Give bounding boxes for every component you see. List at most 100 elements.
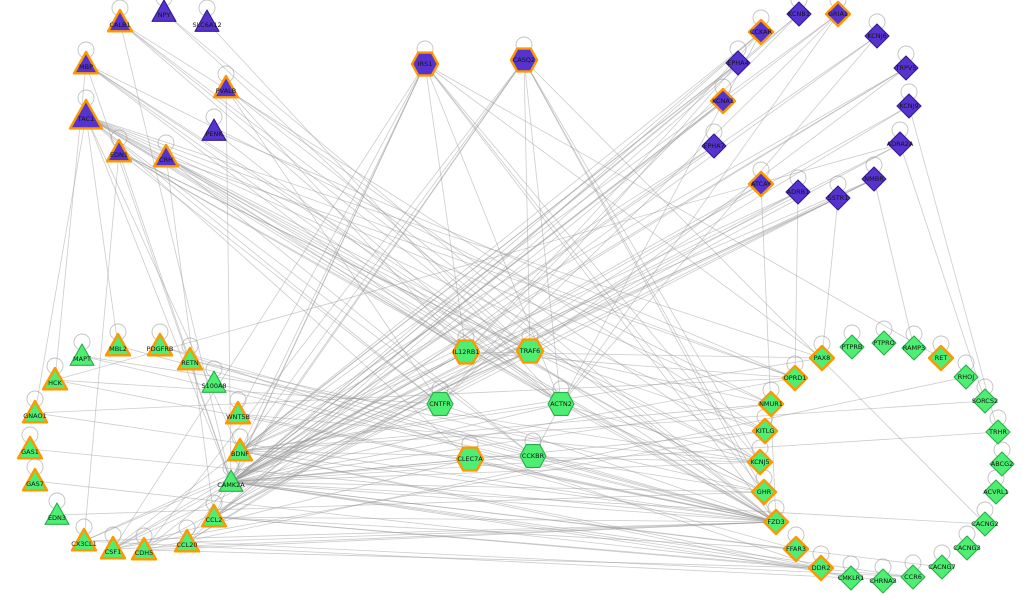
node-IL12RB1[interactable]: IL12RB1 (451, 339, 481, 365)
node-HCK[interactable]: HCK (41, 366, 69, 391)
edge-CRH-CCKBR (165, 156, 534, 457)
edge-IRS1-RET (424, 63, 942, 359)
node-CCKAR[interactable]: CCKAR (747, 18, 775, 46)
node-KITLG[interactable]: KITLG (751, 417, 779, 445)
node-CCL20[interactable]: CCL20 (173, 528, 201, 553)
node-TAC1[interactable]: TAC1 (68, 98, 104, 130)
edge-GNAO1-OPRD1 (34, 377, 796, 414)
node-CHRNA3[interactable]: CHRNA3 (869, 568, 897, 594)
node-SORCS2[interactable]: SORCS2 (972, 388, 998, 414)
edge-ACTN2-GHR (560, 403, 765, 493)
node-TRPV5[interactable]: TRPV5 (893, 55, 919, 81)
triangle-shape (152, 143, 180, 168)
diamond-shape (927, 344, 955, 372)
node-CACNG7[interactable]: CACNG7 (928, 554, 956, 580)
node-IRS1[interactable]: IRS1 (410, 51, 440, 77)
edge-KCNJ6-ACTN2 (560, 35, 878, 405)
edge-TRPV5-TRAF6 (529, 67, 907, 352)
node-MAPT[interactable]: MAPT (69, 343, 95, 366)
edge-MBP-TRAF6 (85, 63, 531, 352)
edge-CALB1-ACTN2 (119, 21, 562, 405)
node-OPRD1[interactable]: OPRD1 (781, 364, 809, 392)
node-KCNJ6[interactable]: KCNJ6 (864, 23, 890, 49)
edge-TAC1-GNAO1 (34, 115, 87, 414)
edge-ACTN2-BDNF (239, 403, 562, 452)
diamond-shape (751, 417, 779, 445)
node-PTPRB[interactable]: PTPRB (839, 334, 865, 360)
edge-CAMK2A-TRHR (230, 431, 999, 483)
node-WNT5B[interactable]: WNT5B (224, 400, 252, 425)
node-PAX8[interactable]: PAX8 (808, 344, 836, 372)
edge-TAC1-PAX8 (85, 115, 823, 359)
triangle-shape (105, 138, 133, 163)
edge-GRIA1-CNTFR (439, 13, 839, 405)
edge-CAMK2A-CCR6 (230, 481, 914, 578)
node-GAS7[interactable]: GAS7 (21, 467, 49, 492)
node-FZD3[interactable]: FZD3 (762, 508, 790, 536)
node-EDN3[interactable]: EDN3 (44, 502, 70, 525)
edge-CASQ2-GHR (523, 59, 765, 493)
node-CX3CL1[interactable]: CX3CL1 (70, 527, 98, 552)
node-MBP[interactable]: MBP (72, 50, 100, 75)
node-PVALB[interactable]: PVALB (212, 74, 240, 99)
edge-BDNF-SORCS2 (239, 400, 986, 452)
node-TRAF6[interactable]: TRAF6 (515, 338, 545, 364)
node-NMBR[interactable]: NMBR (861, 166, 887, 192)
node-MBL2[interactable]: MBL2 (104, 332, 132, 357)
node-ABCG2[interactable]: ABCG2 (989, 451, 1015, 477)
hexagon-shape (515, 338, 545, 364)
node-CLEC7A[interactable]: CLEC7A (455, 446, 485, 472)
node-RAMP3[interactable]: RAMP3 (901, 335, 927, 361)
edge-CAMK2A-OPRD1 (230, 377, 796, 483)
node-ACVRL1[interactable]: ACVRL1 (983, 479, 1009, 505)
edge-KCNJ6-CCL2 (213, 35, 878, 518)
edge-IRS1-WNT5B (237, 63, 426, 415)
node-CACNG2[interactable]: CACNG2 (971, 511, 999, 537)
node-GNAO1[interactable]: GNAO1 (21, 399, 49, 424)
edge-ACTN2-CAMK2A (230, 403, 562, 483)
node-CDH5[interactable]: CDH5 (130, 536, 158, 561)
triangle-shape (44, 502, 70, 525)
diamond-shape (901, 335, 927, 361)
edge-PDGFRB-DDR2 (159, 345, 822, 569)
node-EDN1[interactable]: EDN1 (105, 138, 133, 163)
hexagon-shape (455, 446, 485, 472)
node-FFAR3[interactable]: FFAR3 (782, 535, 810, 563)
edge-ADRA2A-SORCS2 (899, 143, 986, 402)
node-CASQ2[interactable]: CASQ2 (509, 47, 539, 73)
node-CCKBR[interactable]: CCKBR (519, 444, 547, 468)
node-GAS1[interactable]: GAS1 (16, 435, 44, 460)
node-CCR6[interactable]: CCR6 (900, 564, 926, 590)
edge-MAPT-KCNJ5 (81, 355, 761, 463)
hexagon-shape (426, 392, 454, 416)
edge-GAS7-DDR2 (34, 480, 822, 569)
edge-CAMK2A-FZD3 (230, 481, 777, 523)
diamond-shape (807, 554, 835, 582)
node-KCNJ9[interactable]: KCNJ9 (896, 93, 922, 119)
node-RET[interactable]: RET (927, 344, 955, 372)
node-NPY[interactable]: NPY (151, 0, 177, 22)
node-SSTR1[interactable]: SSTR1 (825, 185, 851, 211)
node-ADRA2A[interactable]: ADRA2A (887, 131, 914, 157)
node-CACNG3[interactable]: CACNG3 (953, 535, 981, 561)
edge-CDH5-RHOJ (143, 376, 967, 551)
edge-TRAF6-KITLG (529, 350, 766, 432)
node-NMUR1[interactable]: NMUR1 (757, 390, 785, 418)
node-PTPRO[interactable]: PTPRO (871, 330, 897, 356)
node-PENK[interactable]: PENK (201, 118, 227, 141)
hexagon-shape (519, 444, 547, 468)
node-ACTN2[interactable]: ACTN2 (547, 392, 575, 416)
diamond-shape (757, 390, 785, 418)
triangle-shape (173, 528, 201, 553)
node-PDGFRB[interactable]: PDGFRB (147, 332, 174, 357)
edge-CASQ2-KCNJ5 (523, 59, 761, 463)
node-CNTFR[interactable]: CNTFR (426, 392, 454, 416)
node-TRHR[interactable]: TRHR (985, 419, 1011, 445)
triangle-shape (151, 0, 177, 22)
node-CALB1[interactable]: CALB1 (106, 8, 134, 33)
node-SLC6A12[interactable]: SLC6A12 (192, 9, 222, 32)
edge-MBP-CAMK2A (85, 63, 232, 483)
edge-CRH-CCL2 (165, 156, 215, 518)
node-ADRB1[interactable]: ADRB1 (785, 179, 811, 205)
